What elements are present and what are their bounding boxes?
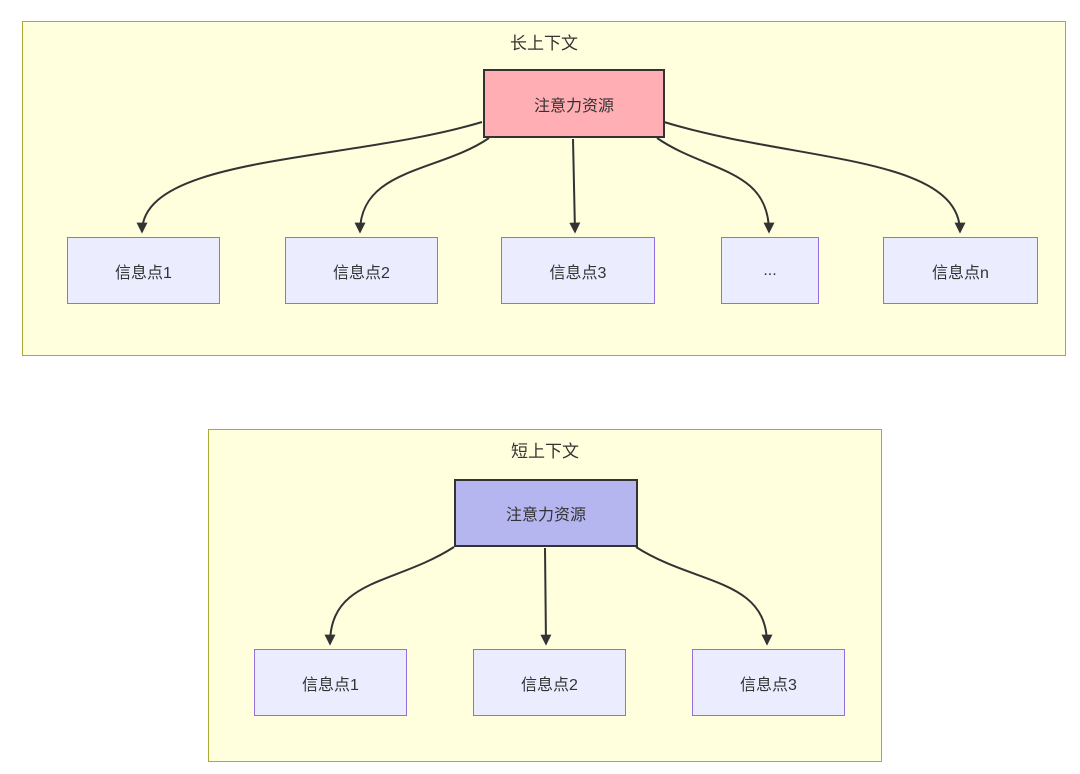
long-info-node-2: 信息点2 [285,237,438,304]
long-info-node-1: 信息点1 [67,237,220,304]
long-context-container: 长上下文 注意力资源 信息点1 信息点2 信息点3 ... 信息点n [22,21,1066,356]
short-context-container: 短上下文 注意力资源 信息点1 信息点2 信息点3 [208,429,882,762]
short-info-label-1: 信息点1 [302,676,359,694]
long-attention-label: 注意力资源 [533,97,614,115]
long-info-node-3: 信息点3 [501,237,655,304]
short-info-node-3: 信息点3 [692,649,845,716]
short-info-label-2: 信息点2 [521,676,578,694]
short-info-node-2: 信息点2 [473,649,626,716]
long-context-title: 长上下文 [510,34,578,53]
long-info-node-n: 信息点n [883,237,1038,304]
short-attention-label: 注意力资源 [505,507,586,524]
short-context-title: 短上下文 [511,442,579,461]
long-info-label-2: 信息点2 [333,264,390,282]
long-attention-node: 注意力资源 [483,69,665,138]
short-attention-node: 注意力资源 [454,479,638,547]
long-info-node-ellipsis: ... [721,237,819,304]
long-info-label-ellipsis: ... [763,261,777,279]
short-info-node-1: 信息点1 [254,649,407,716]
long-info-label-n: 信息点n [932,264,989,282]
short-info-label-3: 信息点3 [740,676,797,694]
long-info-label-1: 信息点1 [115,264,172,282]
long-info-label-3: 信息点3 [549,264,607,282]
